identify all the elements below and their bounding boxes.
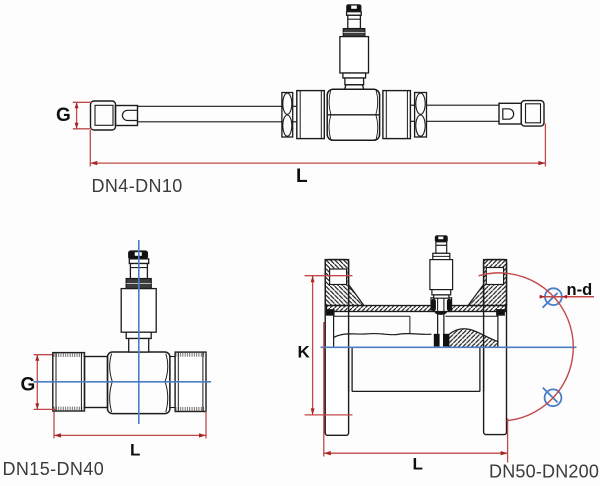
svg-text:DN15-DN40: DN15-DN40 [3, 459, 105, 479]
svg-text:L: L [413, 455, 423, 474]
svg-text:G: G [56, 105, 71, 126]
svg-text:L: L [296, 166, 308, 187]
svg-text:n-d: n-d [567, 281, 593, 299]
svg-text:DN50-DN200: DN50-DN200 [489, 462, 599, 482]
svg-text:G: G [21, 375, 36, 396]
svg-text:K: K [298, 343, 311, 362]
svg-text:L: L [130, 441, 140, 460]
svg-text:DN4-DN10: DN4-DN10 [92, 176, 183, 196]
